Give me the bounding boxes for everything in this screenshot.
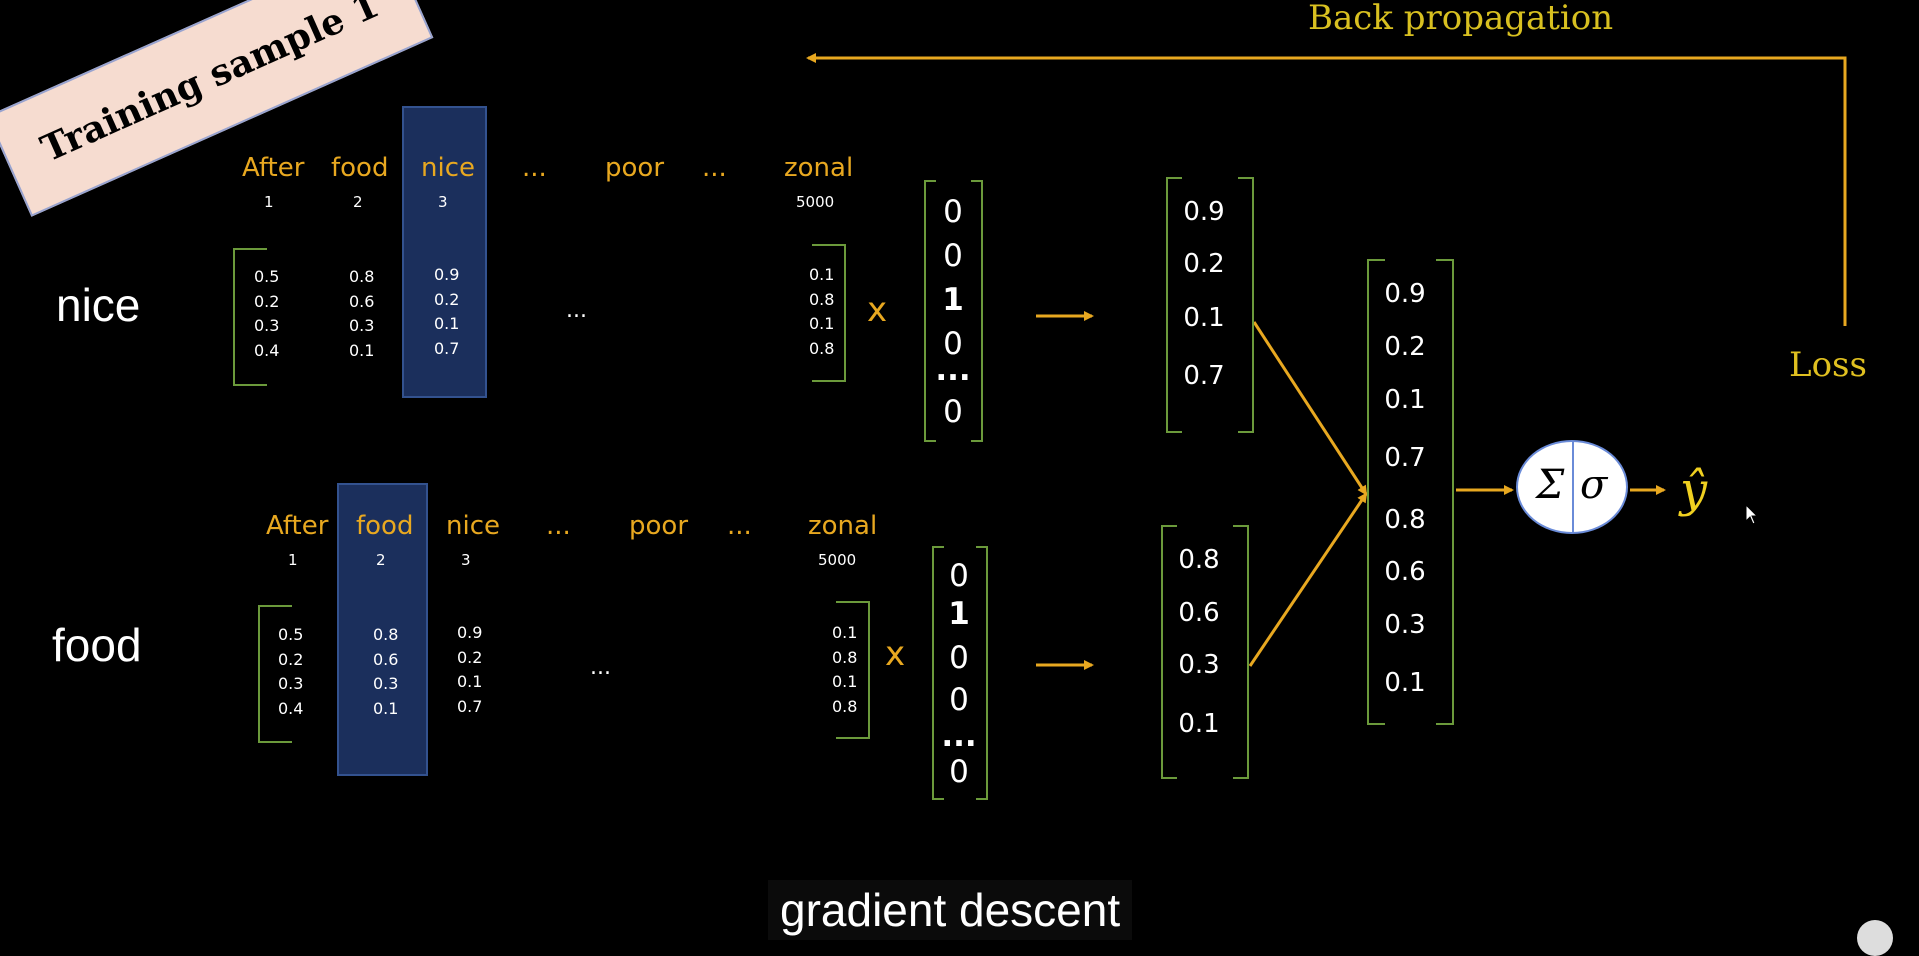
neuron-divider xyxy=(1572,442,1574,532)
onehot-ellipsis: ... xyxy=(941,718,977,754)
vocab-index: 1 xyxy=(288,551,298,569)
matrix-ellipsis: ... xyxy=(566,298,587,323)
vocab-word: nice xyxy=(421,153,475,183)
onehot-value: 0 xyxy=(943,194,963,230)
onehot-value: 1 xyxy=(948,596,970,632)
concat-bracket-right xyxy=(1436,259,1454,725)
onehot-value: 0 xyxy=(949,640,969,676)
prediction-yhat: ŷ xyxy=(1680,462,1708,518)
highlight-column-food xyxy=(337,483,428,776)
backprop-arrow xyxy=(806,53,1847,326)
loss-label: Loss xyxy=(1789,345,1867,385)
neuron-node: Σ σ xyxy=(1516,440,1628,534)
row-word-nice: nice xyxy=(56,279,141,331)
vocab-index: 2 xyxy=(353,193,363,211)
onehot-bracket-left xyxy=(932,546,944,800)
embedding-value: 0.9 xyxy=(1183,197,1225,227)
row-word-food: food xyxy=(52,619,142,671)
highlight-column-nice xyxy=(402,106,487,398)
onehot-value: 0 xyxy=(949,682,969,718)
vocab-word: poor xyxy=(605,153,665,183)
embedding-value: 0.7 xyxy=(1183,361,1225,391)
backprop-label: Back propagation xyxy=(1308,0,1614,38)
concat-value: 0.1 xyxy=(1384,668,1426,698)
embedding-bracket-right xyxy=(1238,177,1254,433)
vocab-word: ... xyxy=(522,153,547,183)
vocab-word: nice xyxy=(446,511,500,541)
sum-symbol: Σ xyxy=(1536,462,1565,508)
concat-value: 0.6 xyxy=(1384,557,1426,587)
matrix-ellipsis: ... xyxy=(590,655,611,680)
vocab-index: 3 xyxy=(461,551,471,569)
vocab-word: zonal xyxy=(808,511,878,541)
vocab-index: 2 xyxy=(376,551,386,569)
subtitle-caption: gradient descent xyxy=(768,880,1133,940)
onehot-value: 0 xyxy=(943,394,963,430)
embedding-bracket-left xyxy=(1161,525,1177,779)
onehot-value: 0 xyxy=(943,326,963,362)
embedding-bracket-right xyxy=(1233,525,1249,779)
multiply-sign: x xyxy=(867,290,888,330)
concat-value: 0.3 xyxy=(1384,610,1426,640)
mouse-cursor-icon xyxy=(1745,504,1759,525)
onehot-value: 1 xyxy=(942,282,964,318)
vocab-word: food xyxy=(331,153,389,183)
vocab-word: After xyxy=(242,153,305,183)
vocab-index: 3 xyxy=(438,193,448,211)
onehot-value: 0 xyxy=(949,558,969,594)
concat-value: 0.8 xyxy=(1384,505,1426,535)
vocab-index: 1 xyxy=(264,193,274,211)
vocab-word: After xyxy=(266,511,329,541)
vocab-word: zonal xyxy=(784,153,854,183)
multiply-sign: x xyxy=(885,634,906,674)
concat-value: 0.2 xyxy=(1384,332,1426,362)
embedding-value: 0.3 xyxy=(1178,650,1220,680)
vocab-word: food xyxy=(356,511,414,541)
concat-bracket-left xyxy=(1367,259,1385,725)
matrix-bracket-left xyxy=(233,248,267,386)
vocab-word: ... xyxy=(727,511,752,541)
onehot-bracket-right xyxy=(976,546,988,800)
vocab-word: ... xyxy=(546,511,571,541)
sigma-symbol: σ xyxy=(1580,462,1608,508)
embedding-value: 0.8 xyxy=(1178,545,1220,575)
matrix-bracket-right xyxy=(836,601,870,739)
embedding-value: 0.2 xyxy=(1183,249,1225,279)
channel-logo-icon xyxy=(1857,920,1893,956)
onehot-bracket-left xyxy=(924,180,936,442)
concat-value: 0.9 xyxy=(1384,279,1426,309)
matrix-bracket-left xyxy=(258,605,292,743)
vocab-word: poor xyxy=(629,511,689,541)
arrow-food-concat xyxy=(1248,492,1368,667)
embedding-value: 0.1 xyxy=(1183,303,1225,333)
matrix-bracket-right xyxy=(812,244,846,382)
onehot-value: 0 xyxy=(949,754,969,790)
embedding-bracket-left xyxy=(1166,177,1182,433)
concat-value: 0.7 xyxy=(1384,443,1426,473)
concat-value: 0.1 xyxy=(1384,385,1426,415)
embedding-value: 0.6 xyxy=(1178,598,1220,628)
vocab-index: 5000 xyxy=(796,193,835,211)
vocab-word: ... xyxy=(702,153,727,183)
onehot-bracket-right xyxy=(971,180,983,442)
onehot-value: 0 xyxy=(943,238,963,274)
arrow-nice-concat xyxy=(1252,321,1368,496)
embedding-value: 0.1 xyxy=(1178,709,1220,739)
onehot-ellipsis: ... xyxy=(935,352,971,388)
vocab-index: 5000 xyxy=(818,551,857,569)
